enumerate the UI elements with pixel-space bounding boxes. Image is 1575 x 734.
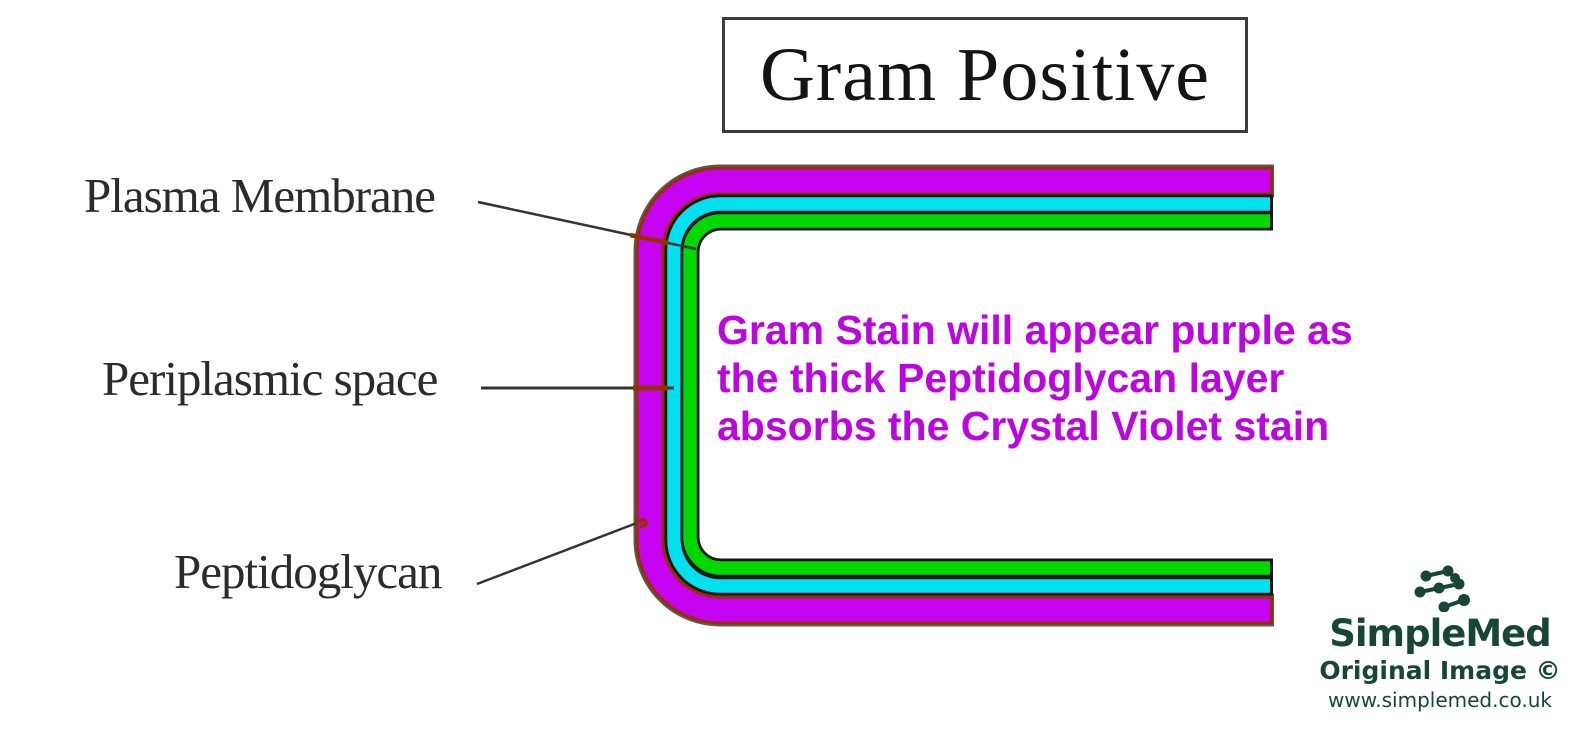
leader-line-peptidoglycan-tip bbox=[634, 518, 648, 528]
leader-lines bbox=[476, 200, 697, 586]
annotation-line-1: Gram Stain will appear purple as bbox=[717, 307, 1353, 353]
annotation-line-2: the thick Peptidoglycan layer bbox=[717, 355, 1285, 401]
label-periplasmic-space: Periplasmic space bbox=[102, 351, 438, 406]
label-peptidoglycan: Peptidoglycan bbox=[174, 544, 442, 599]
gram-stain-annotation: Gram Stain will appear purple as the thi… bbox=[717, 306, 1353, 450]
periplasmic-space-layer-band bbox=[664, 194, 1273, 596]
simplemed-watermark: SimpleMed Original Image © www.simplemed… bbox=[1310, 560, 1570, 712]
leader-line-peptidoglycan bbox=[476, 519, 643, 586]
leader-line-plasma-membrane-seam bbox=[629, 232, 669, 246]
periplasmic-fill bbox=[667, 197, 1270, 593]
peptidoglycan-layer-band bbox=[633, 164, 1274, 627]
brand-original-image: Original Image © bbox=[1319, 656, 1561, 685]
brand-name: SimpleMed bbox=[1329, 612, 1552, 655]
simplemed-logo-icon bbox=[1414, 565, 1470, 612]
annotation-line-3: absorbs the Crystal Violet stain bbox=[717, 403, 1330, 449]
brand-url: www.simplemed.co.uk bbox=[1328, 688, 1552, 712]
title-text: Gram Positive bbox=[760, 32, 1210, 117]
plasma-membrane-fill bbox=[683, 214, 1270, 575]
peptidoglycan-fill bbox=[638, 169, 1270, 622]
plasma-membrane-layer-band bbox=[680, 211, 1273, 578]
title-box: Gram Positive bbox=[722, 17, 1248, 133]
label-plasma-membrane: Plasma Membrane bbox=[84, 168, 436, 223]
